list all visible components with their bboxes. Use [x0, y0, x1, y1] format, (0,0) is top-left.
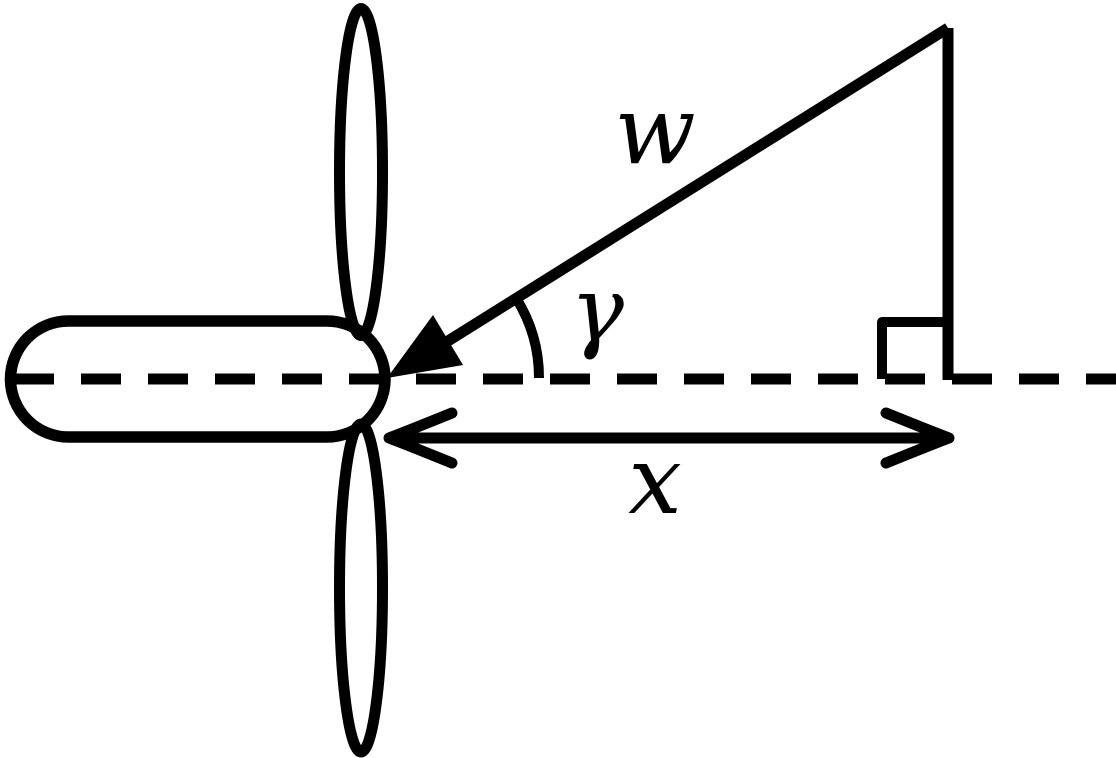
distance-arrow-left-head [383, 407, 458, 469]
velocity-vector-line [437, 23, 951, 351]
angle-arc [511, 295, 545, 379]
velocity-label: w [614, 76, 695, 186]
propeller-blade-bottom [334, 418, 388, 758]
propeller-blade-top [334, 3, 388, 341]
velocity-vector-arrowhead [387, 315, 463, 378]
angle-label: γ [570, 258, 624, 363]
distance-label: x [628, 426, 682, 536]
diagram-strokes [4, 3, 1116, 758]
propeller-hub [4, 315, 391, 443]
distance-arrow-right-head [880, 407, 955, 469]
right-angle-mark [877, 317, 947, 379]
